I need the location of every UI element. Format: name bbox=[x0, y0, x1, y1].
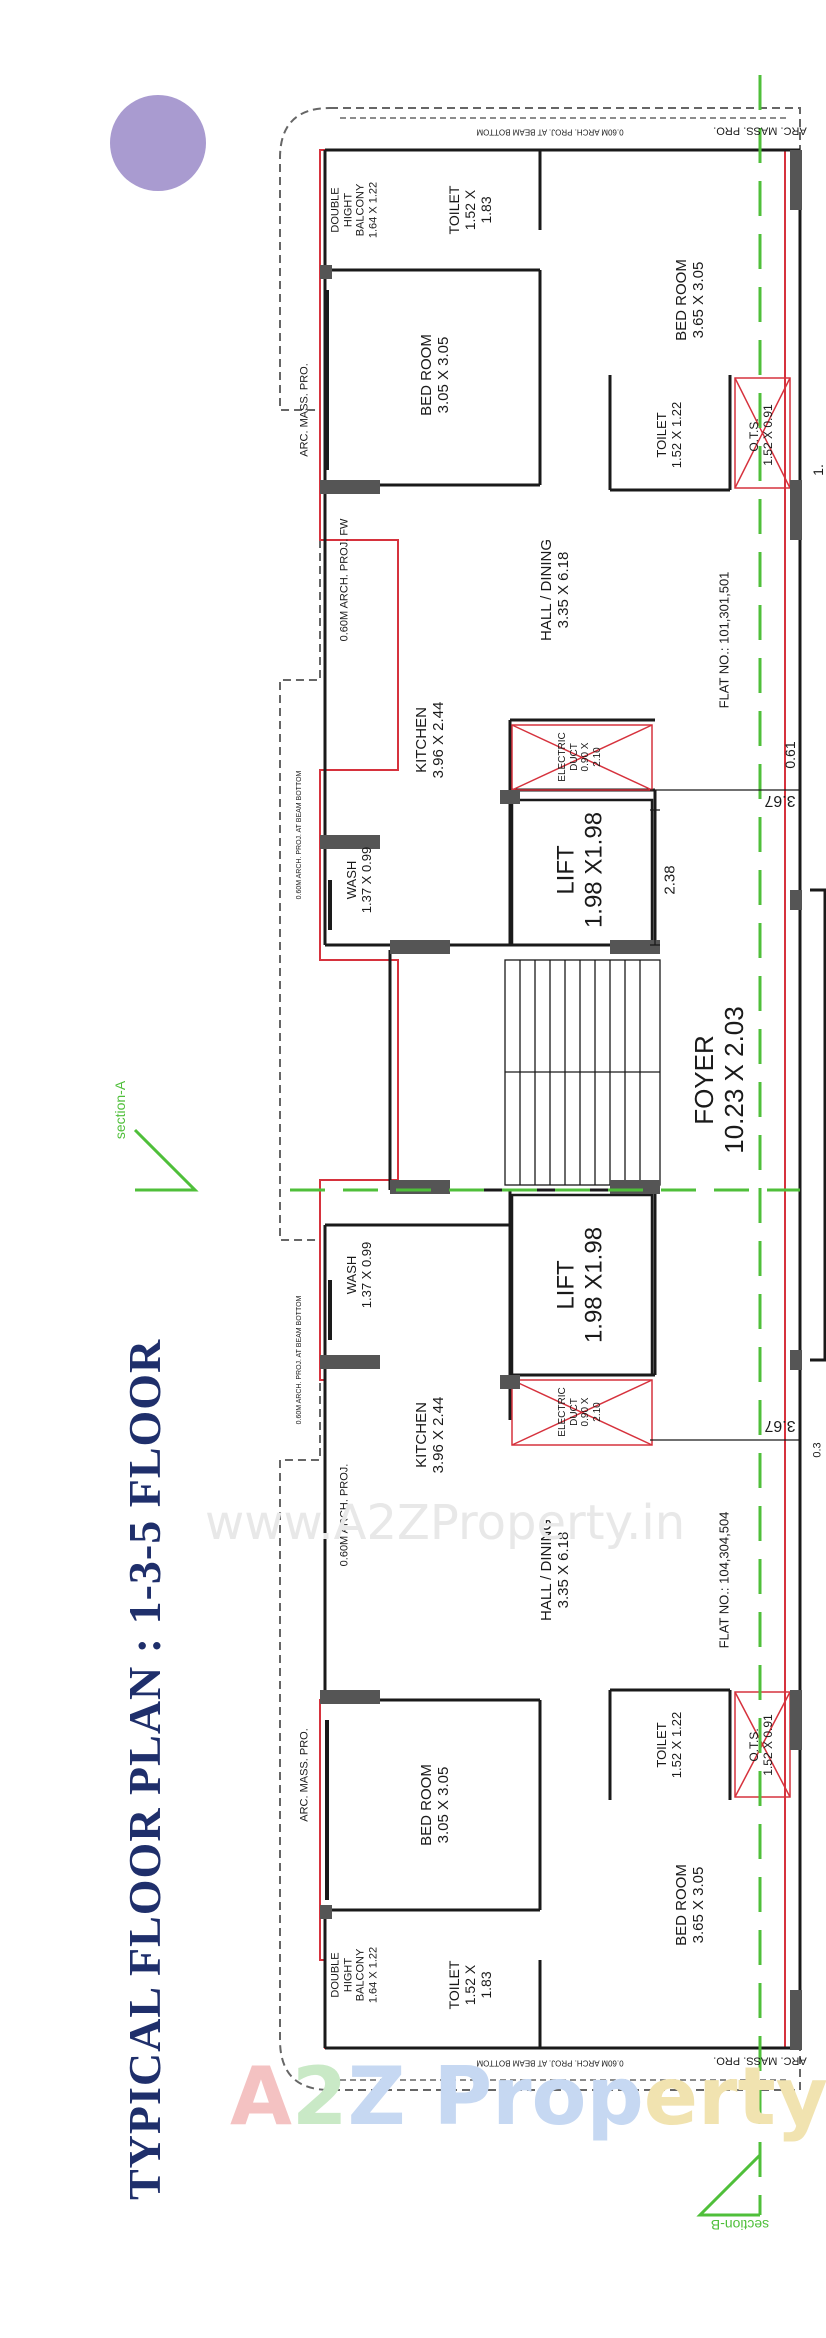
label-hall-upper: HALL / DINING 3.35 X 6.18 bbox=[537, 539, 572, 641]
label-section-a: section-A bbox=[111, 1080, 128, 1140]
label-kitchen-lower: KITCHEN 3.96 X 2.44 bbox=[412, 1396, 447, 1474]
brand-logo-text: Vraj Utsav bbox=[44, 71, 92, 137]
label-ots-lower: O.T.S. 1.52 X 0.91 bbox=[747, 1714, 775, 1776]
brand-logo bbox=[110, 95, 206, 191]
label-toilet-small-upper: TOILET 1.52 X 1.22 bbox=[654, 401, 684, 469]
projection-outline bbox=[279, 107, 801, 2091]
dimension-lines bbox=[650, 789, 800, 1441]
label-electric-lower: ELECTRIC DUCT 0.90 X 2.10 bbox=[557, 1387, 603, 1437]
section-markers bbox=[133, 1128, 762, 2217]
label-ots-upper: O.T.S. 1.52 X 0.91 bbox=[747, 404, 775, 466]
label-bedroom-small-upper: BED ROOM 3.05 X 3.05 bbox=[417, 334, 452, 416]
label-arc-mass-pro-top: ARC. MASS. PRO. bbox=[713, 124, 807, 137]
section-lines bbox=[290, 75, 800, 2215]
label-lift-upper: LIFT 1.98 X1.98 bbox=[552, 811, 607, 929]
label-bedroom-big-upper: BED ROOM 3.65 X 3.05 bbox=[672, 259, 707, 341]
label-arch-proj-small-upper: 0.60M ARCH. PROJ. AT BEAM BOTTOM bbox=[295, 770, 303, 900]
watermark-url: www.A2ZProperty.in bbox=[205, 1495, 686, 1551]
label-wash-lower: WASH 1.37 X 0.99 bbox=[344, 1241, 374, 1309]
label-arch-proj-fw-upper: 0.60M ARCH. PROJ. FW bbox=[338, 518, 351, 642]
label-dim-edge-1: 1. bbox=[809, 464, 826, 476]
label-arch-proj-top: 0.60M ARCH. PROJ. AT BEAM BOTTOM bbox=[476, 127, 624, 137]
staircase bbox=[504, 959, 661, 1186]
partial-walls bbox=[810, 888, 826, 1362]
columns bbox=[320, 150, 802, 2050]
label-flat-upper: FLAT NO.: 101,301,501 bbox=[716, 571, 732, 709]
windows bbox=[325, 290, 332, 1900]
label-arch-proj-small-lower: 0.60M ARCH. PROJ. AT BEAM BOTTOM bbox=[295, 1295, 303, 1425]
label-bedroom-big-lower: BED ROOM 3.65 X 3.05 bbox=[672, 1864, 707, 1946]
watermark-brand-d: erty bbox=[643, 2050, 826, 2143]
label-kitchen-upper: KITCHEN 3.96 X 2.44 bbox=[412, 701, 447, 779]
label-dim-061: 0.61 bbox=[781, 741, 798, 769]
page-title: TYPICAL FLOOR PLAN : 1-3-5 FLOOR bbox=[119, 1338, 170, 2200]
label-toilet-small-lower: TOILET 1.52 X 1.22 bbox=[654, 1711, 684, 1779]
label-toilet-big-lower: TOILET 1.52 X 1.83 bbox=[445, 1960, 495, 2010]
label-toilet-big-upper: TOILET 1.52 X 1.83 bbox=[445, 185, 495, 235]
label-arc-mass-pro-left-upper: ARC. MASS. PRO. bbox=[298, 363, 311, 457]
label-foyer: FOYER 10.23 X 2.03 bbox=[689, 1006, 749, 1154]
label-balcony-lower: DOUBLE HIGHT BALCONY 1.64 X 1.22 bbox=[329, 1946, 380, 2004]
watermark-brand-c: Z Prop bbox=[347, 2050, 644, 2143]
label-wash-upper: WASH 1.37 X 0.99 bbox=[344, 846, 374, 914]
label-flat-lower: FLAT NO.: 104,304,504 bbox=[716, 1511, 732, 1649]
label-dim-238: 2.38 bbox=[661, 865, 679, 895]
label-dim-edge-2: 0.3 bbox=[811, 1442, 824, 1458]
label-section-b: section-B bbox=[710, 2217, 770, 2234]
label-electric-upper: ELECTRIC DUCT 0.90 X 2.10 bbox=[557, 732, 603, 782]
watermark-brand-b: 2 bbox=[291, 2050, 348, 2143]
label-bedroom-small-lower: BED ROOM 3.05 X 3.05 bbox=[417, 1764, 452, 1846]
label-dim-367-lower: 3.67 bbox=[764, 1417, 796, 1435]
label-lift-lower: LIFT 1.98 X1.98 bbox=[552, 1226, 607, 1344]
label-arc-mass-pro-left-lower: ARC. MASS. PRO. bbox=[298, 1728, 311, 1822]
label-dim-367-upper: 3.67 bbox=[764, 792, 796, 810]
watermark-brand: A2Z Property bbox=[230, 2050, 826, 2143]
lifts bbox=[510, 798, 654, 1377]
label-balcony-upper: DOUBLE HIGHT BALCONY 1.64 X 1.22 bbox=[329, 181, 380, 239]
watermark-brand-a: A bbox=[230, 2050, 292, 2143]
